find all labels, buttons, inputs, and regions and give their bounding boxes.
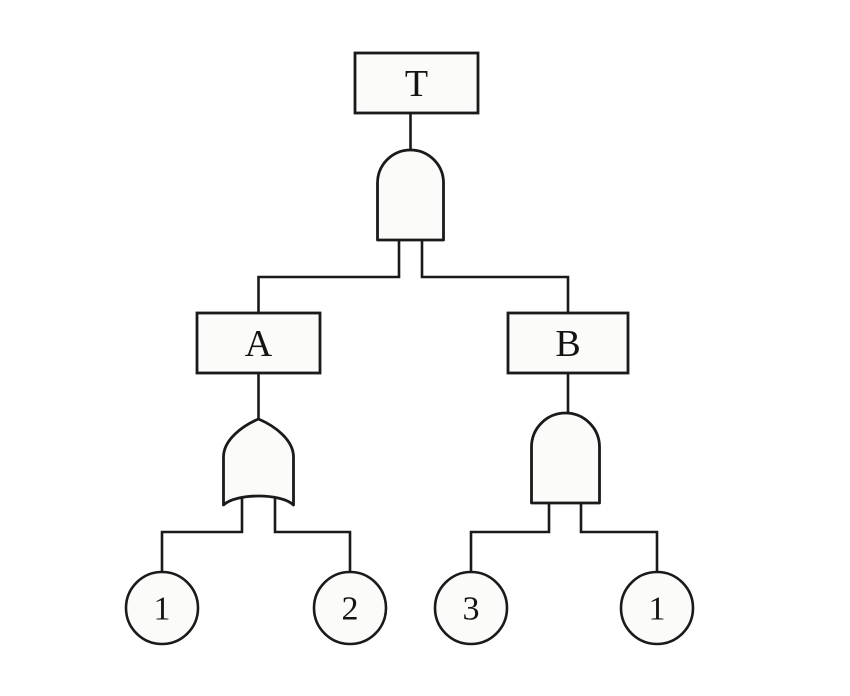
- top-event-label: T: [405, 63, 428, 105]
- basic-event-2[interactable]: 2: [312, 570, 388, 646]
- basic-event-1-label: 1: [154, 591, 171, 628]
- or-gate-a[interactable]: [222, 417, 295, 507]
- connector-gate-a-to-event-1: [160, 496, 244, 574]
- basic-event-4-label: 1: [649, 591, 666, 628]
- and-gate-top[interactable]: [376, 148, 445, 242]
- connector-group: [160, 111, 659, 574]
- basic-event-4[interactable]: 1: [619, 570, 695, 646]
- intermediate-a-label: A: [245, 323, 273, 365]
- and-gate-b[interactable]: [530, 411, 601, 505]
- node-top-event[interactable]: T: [353, 51, 480, 115]
- connector-gate-to-node-b: [420, 238, 570, 315]
- connector-gate-to-node-a: [257, 238, 401, 315]
- basic-event-2-circle[interactable]: [312, 570, 388, 646]
- basic-event-3-label: 3: [463, 591, 480, 628]
- intermediate-b-box[interactable]: [506, 311, 630, 375]
- gate-group: [222, 148, 601, 507]
- top-event-box[interactable]: [353, 51, 480, 115]
- basic-event-group: 1 2 3 1: [124, 570, 695, 646]
- node-intermediate-b[interactable]: B: [506, 311, 630, 375]
- basic-event-3-circle[interactable]: [433, 570, 509, 646]
- intermediate-a-box[interactable]: [195, 311, 322, 375]
- node-intermediate-a[interactable]: A: [195, 311, 322, 375]
- basic-event-4-circle[interactable]: [619, 570, 695, 646]
- connector-gate-a-to-event-2: [273, 496, 352, 574]
- intermediate-b-label: B: [555, 323, 580, 365]
- basic-event-1[interactable]: 1: [124, 570, 200, 646]
- basic-event-3[interactable]: 3: [433, 570, 509, 646]
- connector-gate-b-to-event-4: [579, 501, 659, 574]
- connector-gate-b-to-event-3: [469, 501, 551, 574]
- basic-event-2-label: 2: [342, 591, 359, 628]
- basic-event-1-circle[interactable]: [124, 570, 200, 646]
